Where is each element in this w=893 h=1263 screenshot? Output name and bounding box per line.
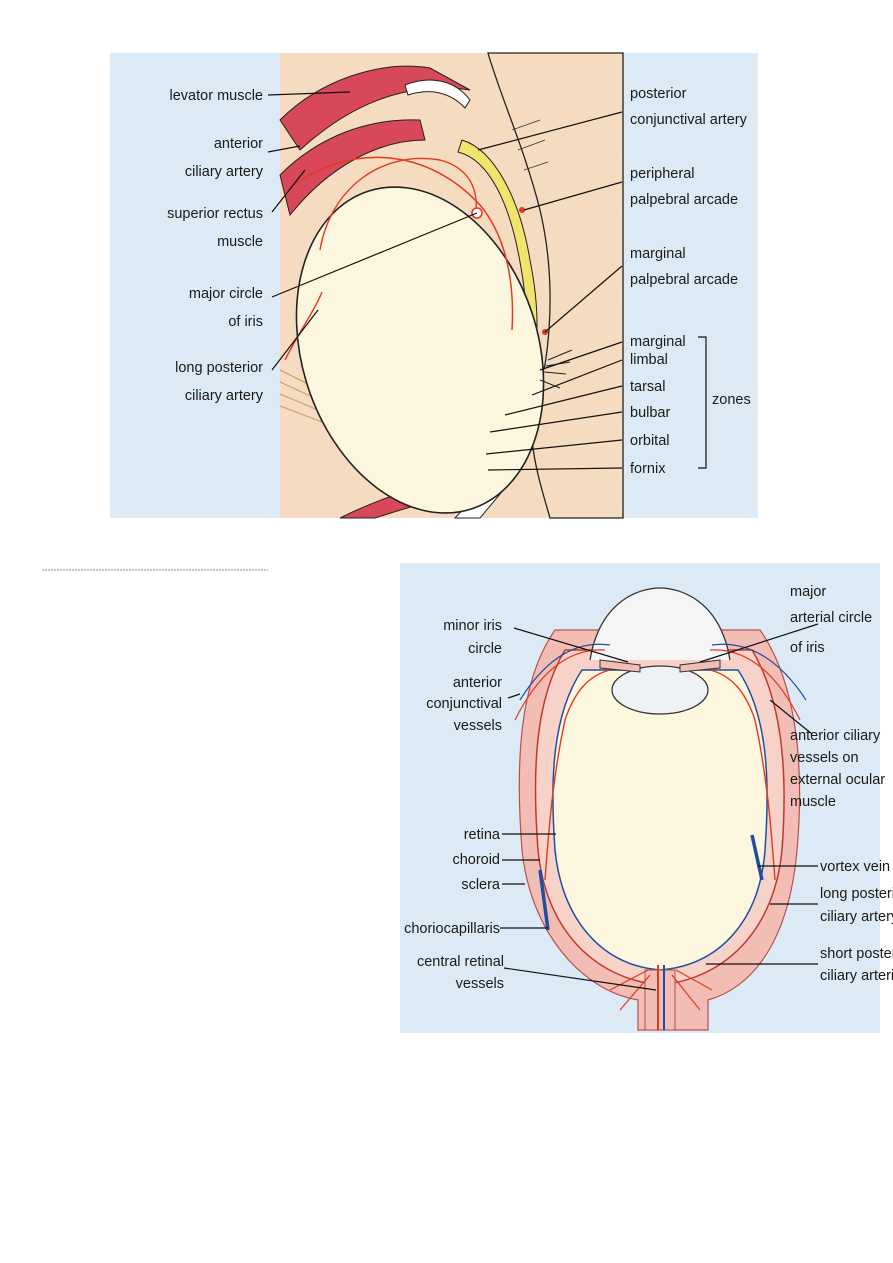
label-major-arterial-circle-l3: of iris	[790, 640, 825, 656]
leader-line	[513, 627, 629, 663]
label-posterior-conjunctival-l2: conjunctival artery	[630, 112, 748, 128]
label-major-arterial-circle-l2: arterial circle	[790, 610, 872, 626]
label-marginal-palpebral-l2: palpebral arcade	[630, 272, 738, 288]
leader-line	[507, 693, 521, 699]
vortex-vein-right	[750, 834, 764, 881]
peripheral-arcade-marker	[519, 207, 525, 213]
leader-line	[477, 111, 623, 151]
label-anterior-ciliary-artery-l1: anterior	[214, 136, 263, 152]
leader-line	[485, 439, 623, 455]
anterior-conjunctival-artery	[514, 649, 606, 721]
label-peripheral-palpebral-l1: peripheral	[630, 166, 695, 182]
leader-line	[267, 91, 351, 96]
anterior-ciliary-artery-path	[294, 156, 514, 331]
label-marginal-palpebral-l1: marginal	[630, 246, 686, 262]
label-central-retinal-l1: central retinal	[417, 954, 504, 970]
leader-line	[698, 336, 707, 469]
iris	[599, 659, 721, 673]
label-superior-rectus-l2: muscle	[217, 234, 263, 250]
leader-line	[699, 623, 819, 663]
eyelid-skin	[487, 52, 624, 519]
anterior-conjunctival-vein	[519, 643, 611, 701]
label-central-retinal-l2: vessels	[456, 976, 504, 992]
leader-line	[544, 265, 623, 333]
label-levator-muscle: levator muscle	[170, 88, 263, 104]
label-zones: zones	[712, 392, 751, 408]
long-posterior-branch	[284, 291, 323, 361]
label-long-posterior-l1: long posterior	[175, 360, 263, 376]
optic-nerve	[644, 969, 676, 1031]
label-zone-limbal: limbal	[630, 352, 668, 368]
lens	[611, 665, 709, 715]
label-superior-rectus-l1: superior rectus	[167, 206, 263, 222]
diagram-eyelid-cross-section: levator muscle anterior ciliary artery s…	[110, 52, 758, 519]
short-posterior-ciliary-arteries	[609, 969, 713, 1011]
label-choriocapillaris: choriocapillaris	[404, 921, 500, 937]
label-zone-fornix: fornix	[630, 461, 666, 477]
label-peripheral-palpebral-l2: palpebral arcade	[630, 192, 738, 208]
globe-interior	[552, 669, 768, 971]
leader-line	[267, 145, 301, 153]
label-vortex-vein: vortex vein	[820, 859, 890, 875]
label-retina: retina	[464, 827, 501, 843]
label-anterior-ciliary-l2: vessels on	[790, 750, 859, 766]
long-posterior-ciliary-artery-left	[544, 669, 611, 881]
label-choroid: choroid	[452, 852, 500, 868]
leader-line	[487, 467, 623, 471]
label-anterior-ciliary-l4: muscle	[790, 794, 836, 810]
leader-line	[531, 359, 623, 396]
cornea	[589, 587, 731, 661]
leader-line	[523, 181, 623, 211]
label-anterior-ciliary-artery-l2: ciliary artery	[185, 164, 264, 180]
label-anterior-conj-l2: conjunctival	[426, 696, 502, 712]
label-anterior-ciliary-l1: anterior ciliary	[790, 728, 881, 744]
label-zone-marginal: marginal	[630, 334, 686, 350]
label-major-circle-l2: of iris	[228, 314, 263, 330]
globe	[295, 186, 545, 514]
label-zone-tarsal: tarsal	[630, 379, 665, 395]
leader-line	[504, 385, 623, 416]
lid-hairs	[511, 119, 549, 171]
superior-rectus-shape	[279, 119, 426, 217]
leader-line	[769, 699, 813, 735]
label-long-posterior-l2: ciliary artery	[185, 388, 264, 404]
label-long-posterior-l1: long posterior	[820, 886, 893, 902]
label-major-arterial-circle-l1: major	[790, 584, 826, 600]
label-minor-iris-l1: minor iris	[443, 618, 502, 634]
long-posterior-artery-path	[319, 157, 477, 251]
label-major-circle-l1: major circle	[189, 286, 263, 302]
label-anterior-conj-l1: anterior	[453, 675, 502, 691]
leader-line	[271, 169, 306, 213]
leader-line	[271, 309, 319, 371]
label-zone-orbital: orbital	[630, 433, 670, 449]
leader-line	[489, 411, 623, 433]
vortex-vein-left	[538, 869, 550, 931]
diagram-globe-vasculature: major arterial circle of iris minor iris…	[400, 563, 893, 1033]
long-posterior-ciliary-artery-right	[709, 669, 776, 881]
label-anterior-conj-l3: vessels	[454, 718, 502, 734]
leader-line	[539, 341, 623, 371]
ciliary-nerve-lines	[279, 369, 331, 426]
label-long-posterior-l2: ciliary artery	[820, 909, 893, 925]
leader-line	[503, 967, 657, 991]
levator-aponeurosis	[404, 79, 471, 109]
label-short-posterior-l2: ciliary arteries	[820, 968, 893, 984]
label-sclera: sclera	[461, 877, 501, 893]
label-short-posterior-l1: short posterior	[820, 946, 893, 962]
anterior-ciliary-vein-right	[711, 643, 807, 701]
label-minor-iris-l2: circle	[468, 641, 502, 657]
label-zone-bulbar: bulbar	[630, 405, 670, 421]
label-posterior-conjunctival-l1: posterior	[630, 86, 687, 102]
anterior-ciliary-artery-right	[709, 649, 801, 721]
leader-line	[271, 212, 478, 298]
label-anterior-ciliary-l3: external ocular	[790, 772, 885, 788]
